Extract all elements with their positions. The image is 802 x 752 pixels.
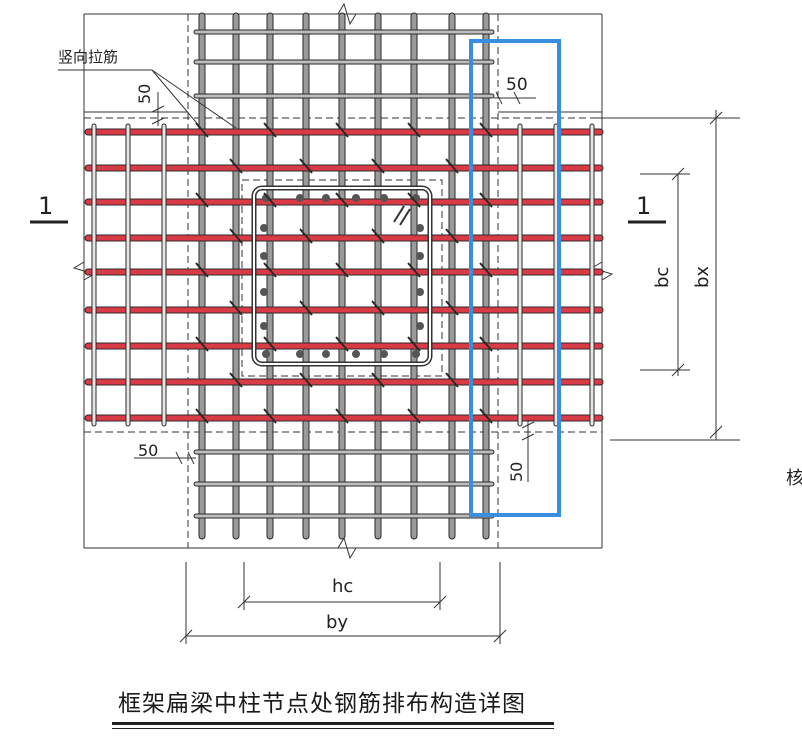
tie-hook — [407, 122, 421, 138]
beam-stirrup-bars — [193, 29, 495, 519]
core-bar-dot — [380, 194, 388, 202]
core-bar-dot — [416, 224, 424, 232]
tie-hook — [229, 158, 243, 174]
tie-hook — [195, 336, 209, 352]
tie-hook — [263, 262, 277, 278]
core-bar-dot — [260, 224, 268, 232]
core-bar-dot — [262, 350, 270, 358]
caption-underline-thick — [112, 722, 554, 725]
tie-hook — [195, 192, 209, 208]
tie-hook — [479, 192, 493, 208]
tie-hook — [263, 192, 277, 208]
core-bar-dot — [260, 322, 268, 330]
tie-hook — [335, 262, 349, 278]
tie-hook — [229, 300, 243, 316]
tie-hook — [407, 336, 421, 352]
tie-leaders — [58, 69, 237, 135]
tie-hook — [407, 262, 421, 278]
core-bar-dot — [416, 322, 424, 330]
side-fragment-char: 核 — [786, 468, 802, 489]
tie-hook — [263, 122, 277, 138]
tie-hook — [371, 158, 385, 174]
tie-hook — [371, 372, 385, 388]
tie-hook — [479, 408, 493, 424]
vertical-bars — [198, 12, 490, 540]
dim-50-left-top: 50 — [135, 84, 154, 104]
tie-hook — [299, 372, 313, 388]
core-bar-dot — [260, 252, 268, 260]
tie-hook — [195, 408, 209, 424]
tie-hook — [229, 228, 243, 244]
tie-hook — [263, 408, 277, 424]
tie-hook — [445, 158, 459, 174]
section-mark-left: 1 — [38, 192, 53, 220]
core-bar-dot — [352, 350, 360, 358]
core-bar-dot — [262, 194, 270, 202]
section-mark-right: 1 — [636, 192, 651, 220]
tie-hook — [371, 228, 385, 244]
tie-hook — [407, 192, 421, 208]
core-bar-dot — [322, 350, 330, 358]
tie-hook — [195, 262, 209, 278]
dim-50-right-bottom: 50 — [507, 462, 526, 482]
bc-label: bc — [652, 267, 673, 288]
tie-hook — [445, 300, 459, 316]
tie-hook — [335, 122, 349, 138]
right-dimensions — [640, 110, 723, 440]
tie-hook — [479, 336, 493, 352]
vertical-tie-label: 竖向拉筋 — [58, 48, 118, 66]
drawing-caption: 框架扁梁中柱节点处钢筋排布构造详图 — [118, 691, 526, 717]
dim-50-right-top: 50 — [506, 75, 528, 95]
core-bar-dot — [352, 194, 360, 202]
tie-hook — [407, 408, 421, 424]
core-bar-dot — [322, 194, 330, 202]
tie-hook — [299, 228, 313, 244]
tie-hook — [479, 262, 493, 278]
core-bar-dot — [260, 288, 268, 296]
core-bar-dot — [296, 194, 304, 202]
core-bar-dot — [416, 288, 424, 296]
by-label: by — [326, 612, 348, 633]
tie-hook — [479, 122, 493, 138]
caption-underline-thin — [112, 728, 554, 729]
core-bar-dot — [416, 252, 424, 260]
tie-hook — [445, 228, 459, 244]
bottom-dimensions — [179, 562, 507, 644]
core-bar-dot — [380, 350, 388, 358]
highlight-box — [469, 39, 561, 517]
outline-lines — [83, 13, 740, 549]
tie-hook — [299, 300, 313, 316]
tie-hook — [371, 300, 385, 316]
tie-hook — [229, 372, 243, 388]
hc-label: hc — [332, 576, 353, 597]
column-core — [251, 185, 433, 367]
tie-hook — [299, 158, 313, 174]
core-bar-dot — [296, 350, 304, 358]
dim-50-marks — [134, 91, 536, 482]
tie-hook — [263, 336, 277, 352]
tie-hook — [335, 192, 349, 208]
tie-hook — [445, 372, 459, 388]
dim-50-left-bottom: 50 — [138, 441, 158, 460]
core-bar-dot — [412, 350, 420, 358]
tie-hook — [335, 408, 349, 424]
tie-hook — [335, 336, 349, 352]
bx-label: bx — [692, 266, 713, 288]
side-vertical-bars — [91, 123, 595, 427]
core-longitudinal-bars — [260, 194, 424, 358]
